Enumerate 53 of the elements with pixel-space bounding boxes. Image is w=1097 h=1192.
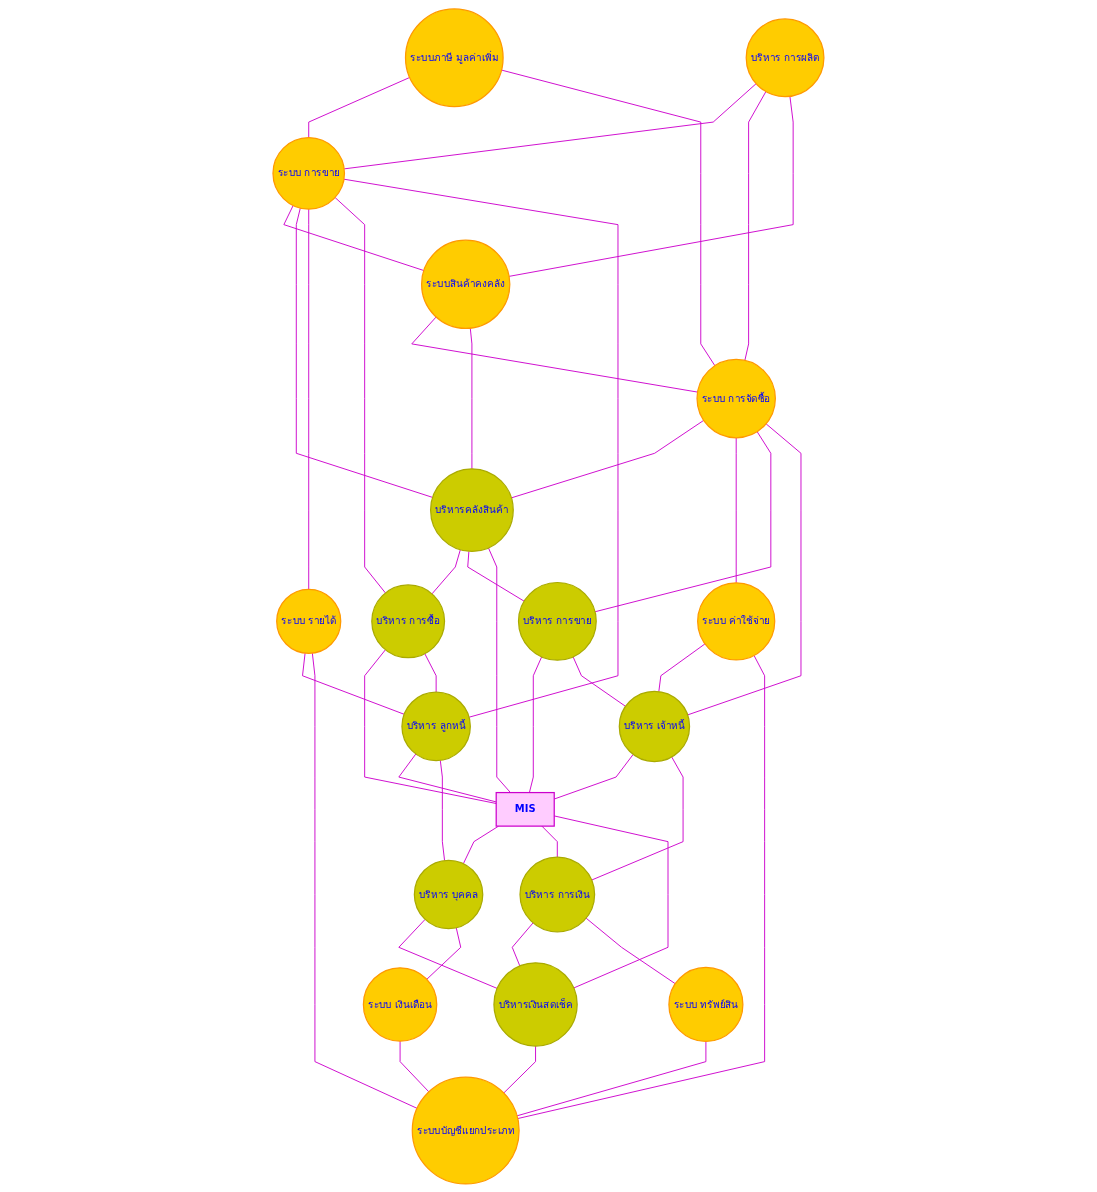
node-circle: บริหาร การขาย bbox=[517, 581, 597, 661]
connector bbox=[424, 652, 437, 693]
node-circle: ระบบภาษี มูลค่าเพิ่ม bbox=[404, 7, 504, 107]
connector bbox=[503, 1045, 537, 1093]
node-circle: บริหาร เจ้าหนี้ bbox=[618, 690, 691, 762]
connector bbox=[439, 759, 446, 861]
node-circle: บริหารคลังสินค้า bbox=[430, 467, 514, 552]
connector bbox=[541, 825, 558, 858]
connector bbox=[517, 654, 766, 1119]
node-circle: บริหาร การซื้อ bbox=[371, 583, 446, 658]
connector bbox=[398, 918, 498, 989]
connector bbox=[516, 1040, 707, 1116]
connector bbox=[308, 76, 411, 138]
node-circle: ระบบ การจัดซื้อ bbox=[696, 358, 777, 438]
connector bbox=[510, 419, 705, 498]
connector bbox=[308, 208, 310, 590]
connector bbox=[501, 69, 716, 366]
node-box: MIS bbox=[495, 791, 555, 827]
connector bbox=[467, 550, 525, 602]
connector bbox=[311, 652, 418, 1109]
connector bbox=[469, 327, 473, 469]
connector bbox=[744, 90, 767, 361]
connector bbox=[591, 756, 684, 880]
connector bbox=[529, 655, 543, 793]
connector bbox=[508, 95, 794, 277]
connector bbox=[431, 548, 461, 594]
connector bbox=[426, 926, 462, 980]
node-circle: ระบบ รายได้ bbox=[276, 588, 342, 654]
connector bbox=[488, 547, 511, 793]
connector bbox=[343, 178, 619, 718]
connector bbox=[399, 1040, 430, 1092]
connector bbox=[398, 752, 497, 802]
node-circle: บริหาร การเงิน bbox=[519, 856, 596, 932]
connector bbox=[334, 196, 386, 593]
connector bbox=[462, 825, 500, 864]
node-circle: ระบบ เงินเดือน bbox=[362, 966, 438, 1042]
connector bbox=[687, 422, 802, 715]
connector bbox=[735, 436, 737, 583]
connector bbox=[585, 917, 676, 984]
node-circle: บริหารเงินสดเช็ค bbox=[493, 961, 578, 1047]
connector bbox=[572, 655, 627, 707]
connector bbox=[302, 652, 405, 715]
connector bbox=[594, 430, 772, 612]
node-circle: บริหาร บุคคล bbox=[413, 859, 484, 929]
node-circle: บริหาร การผลิต bbox=[745, 17, 825, 97]
node-circle: ระบบสินค้าคงคลัง bbox=[421, 239, 511, 329]
node-circle: บริหาร ลูกหนี้ bbox=[401, 691, 471, 761]
connector bbox=[658, 642, 706, 692]
node-circle: ระบบ ทรัพย์สิน bbox=[668, 966, 744, 1042]
connector bbox=[364, 648, 497, 804]
node-circle: ระบบ การขาย bbox=[272, 136, 346, 210]
node-circle: ระบบบัญชีแยกประเภท bbox=[411, 1076, 520, 1185]
node-circle: ระบบ ค่าใช้จ่าย bbox=[697, 581, 776, 661]
